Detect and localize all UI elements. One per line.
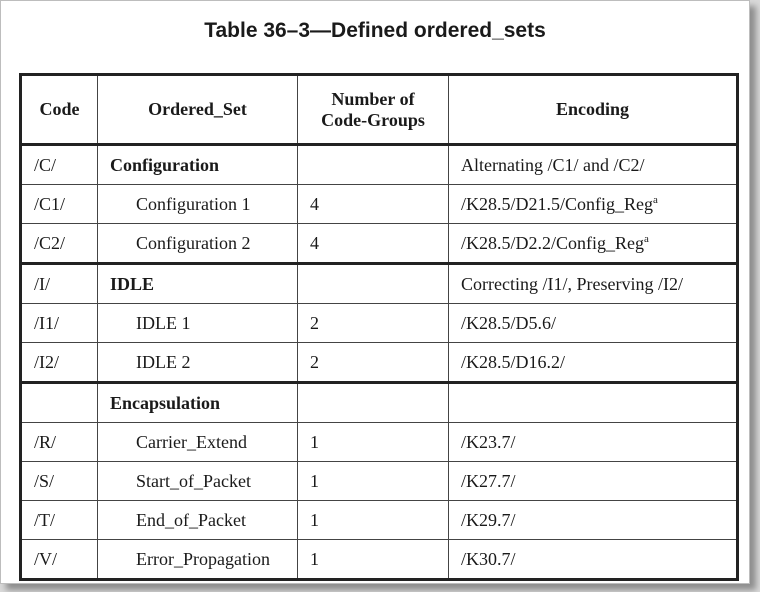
cell-number	[297, 144, 449, 185]
cell-encoding: Alternating /C1/ and /C2/	[448, 144, 738, 185]
header-number-line2: Code-Groups	[321, 109, 425, 130]
header-encoding: Encoding	[448, 74, 738, 146]
cell-number: 2	[297, 342, 449, 384]
header-code: Code	[20, 74, 98, 146]
cell-code	[20, 382, 98, 423]
table-row: /I/ IDLE Correcting /I1/, Preserving /I2…	[20, 263, 738, 304]
table-title: Table 36–3—Defined ordered_sets	[204, 19, 546, 42]
cell-ordered-set: IDLE 1	[97, 303, 298, 343]
cell-code: /C1/	[20, 184, 98, 224]
cell-number: 1	[297, 539, 449, 580]
cell-code: /T/	[20, 500, 98, 540]
table-row: /C/ Configuration Alternating /C1/ and /…	[20, 144, 738, 185]
cell-number: 4	[297, 184, 449, 224]
cell-number: 4	[297, 223, 449, 265]
table-row: /T/ End_of_Packet 1 /K29.7/	[20, 500, 738, 540]
table-row: /V/ Error_Propagation 1 /K30.7/	[20, 539, 738, 580]
cell-ordered-set: Configuration	[97, 144, 298, 185]
cell-code: /C/	[20, 144, 98, 185]
table-row: /C1/ Configuration 1 4 /K28.5/D21.5/Conf…	[20, 184, 738, 224]
cell-ordered-set: Configuration 2	[97, 223, 298, 265]
cell-encoding: /K30.7/	[448, 539, 738, 580]
cell-code: /S/	[20, 461, 98, 501]
cell-code: /I1/	[20, 303, 98, 343]
encoding-text: /K28.5/D2.2/Config_Reg	[461, 232, 644, 253]
table-row: Encapsulation	[20, 382, 738, 423]
cell-encoding: Correcting /I1/, Preserving /I2/	[448, 263, 738, 304]
cell-ordered-set: Error_Propagation	[97, 539, 298, 580]
cell-code: /I/	[20, 263, 98, 304]
cell-ordered-set: Carrier_Extend	[97, 422, 298, 462]
cell-number	[297, 382, 449, 423]
cell-encoding: /K28.5/D2.2/Config_Rega	[448, 223, 738, 265]
cell-code: /V/	[20, 539, 98, 580]
cell-number: 1	[297, 461, 449, 501]
cell-encoding: /K23.7/	[448, 422, 738, 462]
cell-ordered-set: IDLE	[97, 263, 298, 304]
cell-ordered-set: Encapsulation	[97, 382, 298, 423]
table-row: /C2/ Configuration 2 4 /K28.5/D2.2/Confi…	[20, 223, 738, 265]
cell-code: /C2/	[20, 223, 98, 265]
footnote-marker: a	[644, 232, 649, 245]
table-row: /I2/ IDLE 2 2 /K28.5/D16.2/	[20, 342, 738, 384]
cell-encoding	[448, 382, 738, 423]
cell-encoding: /K28.5/D21.5/Config_Rega	[448, 184, 738, 224]
cell-ordered-set: End_of_Packet	[97, 500, 298, 540]
cell-ordered-set: Start_of_Packet	[97, 461, 298, 501]
cell-code: /R/	[20, 422, 98, 462]
cell-number: 1	[297, 422, 449, 462]
cell-ordered-set: IDLE 2	[97, 342, 298, 384]
cell-encoding: /K29.7/	[448, 500, 738, 540]
cell-encoding: /K28.5/D16.2/	[448, 342, 738, 384]
header-number-line1: Number of	[331, 88, 415, 109]
table-row: /R/ Carrier_Extend 1 /K23.7/	[20, 422, 738, 462]
cell-ordered-set: Configuration 1	[97, 184, 298, 224]
cell-code: /I2/	[20, 342, 98, 384]
table-row: /I1/ IDLE 1 2 /K28.5/D5.6/	[20, 303, 738, 343]
document-page: Table 36–3—Defined ordered_sets Code Ord…	[0, 0, 750, 584]
cell-number: 2	[297, 303, 449, 343]
table-row: /S/ Start_of_Packet 1 /K27.7/	[20, 461, 738, 501]
cell-number: 1	[297, 500, 449, 540]
footnote-marker: a	[653, 193, 658, 206]
header-ordered-set: Ordered_Set	[97, 74, 298, 146]
cell-encoding: /K28.5/D5.6/	[448, 303, 738, 343]
cell-encoding: /K27.7/	[448, 461, 738, 501]
cell-number	[297, 263, 449, 304]
encoding-text: /K28.5/D21.5/Config_Reg	[461, 193, 653, 214]
